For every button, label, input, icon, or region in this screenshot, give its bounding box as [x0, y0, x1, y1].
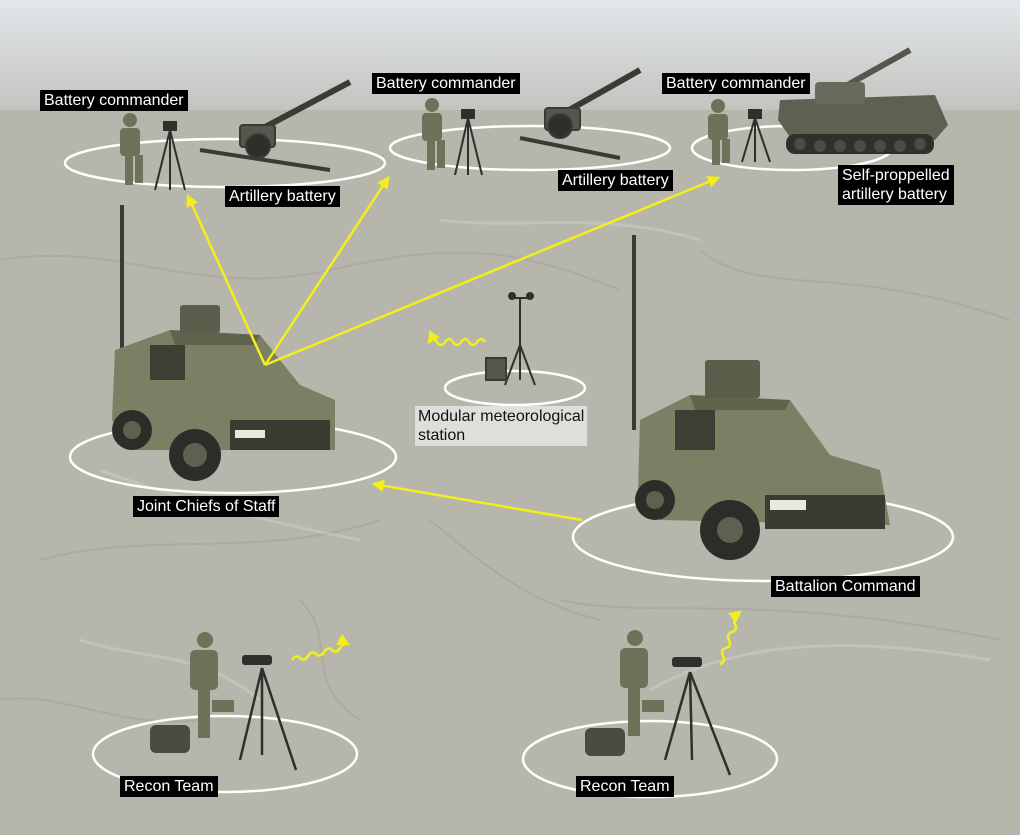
- label-artillery-battery: Artillery battery: [558, 170, 673, 191]
- link-arrow-battalion-to-staff: [371, 479, 583, 522]
- radio-wave-icon: [427, 330, 487, 347]
- soldier-icon: [150, 632, 234, 753]
- label-battery-commander: Battery commander: [662, 73, 810, 94]
- zone-ring-battery-2: [388, 124, 672, 172]
- label-meteo-station: Modular meteorological station: [415, 406, 588, 446]
- soldier-icon: [422, 98, 445, 170]
- label-recon-team: Recon Team: [576, 776, 674, 797]
- howitzer-icon: [199, 79, 352, 172]
- link-arrow-to-battery-3: [264, 176, 721, 367]
- label-battalion-command: Battalion Command: [771, 576, 920, 597]
- soldier-icon: [708, 99, 730, 165]
- label-artillery-battery: Artillery battery: [225, 186, 340, 207]
- label-battery-commander: Battery commander: [40, 90, 188, 111]
- weather-station-icon: [485, 292, 536, 386]
- zone-ring-recon-1: [91, 714, 359, 794]
- label-self-propelled-battery: Self-proppelled artillery battery: [838, 165, 954, 205]
- tripod-icon: [741, 109, 771, 163]
- armored-vehicle-icon: [635, 360, 890, 560]
- radio-wave-icon: [719, 610, 742, 666]
- zone-ring-recon-2: [521, 719, 779, 799]
- label-battery-commander: Battery commander: [372, 73, 520, 94]
- radio-wave-icon: [290, 633, 351, 661]
- howitzer-icon: [519, 67, 642, 160]
- soldier-icon: [585, 630, 664, 756]
- link-arrow-to-battery-2: [263, 175, 390, 366]
- terrain-texture: [0, 249, 1011, 723]
- link-arrow-to-battery-1: [186, 193, 267, 366]
- link-arrows: [186, 175, 721, 522]
- soldier-icon: [120, 113, 143, 185]
- self-propelled-gun-icon: [778, 47, 948, 154]
- binocular-scope-icon: [238, 655, 298, 771]
- zone-ring-meteo: [443, 369, 587, 407]
- binocular-scope-icon: [663, 657, 732, 776]
- label-joint-chiefs-of-staff: Joint Chiefs of Staff: [133, 496, 280, 517]
- tripod-icon: [454, 109, 483, 176]
- label-recon-team: Recon Team: [120, 776, 218, 797]
- tripod-icon: [154, 121, 186, 191]
